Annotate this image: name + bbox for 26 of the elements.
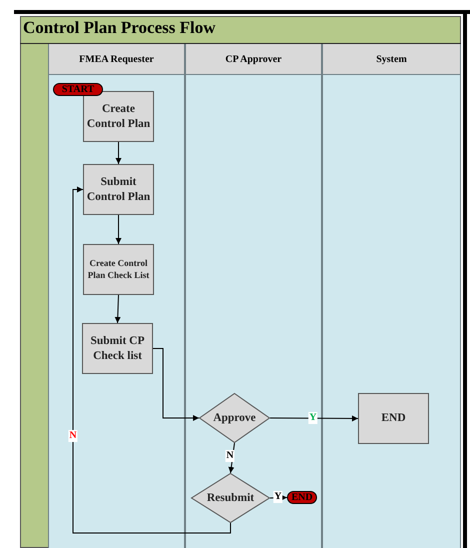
terminator-pill: END [287,491,317,504]
process-box: Submit CP Check list [82,323,153,374]
lane-header: System [323,44,460,75]
diagram-title: Control Plan Process Flow [23,18,216,38]
arrow [270,415,358,422]
edge-label: Y [273,491,283,503]
lane-header: FMEA Requester [49,44,184,75]
edge-label: Y [308,412,318,424]
arrow [116,214,122,244]
arrow [116,142,122,164]
decision-diamond: Resubmit [191,473,270,523]
arrow [72,186,231,534]
swimlane [48,44,185,548]
process-box: Submit Control Plan [83,164,154,215]
lane-header: CP Approver [186,44,321,75]
arrow [114,294,121,324]
process-box: Create Control Plan [83,91,154,142]
arrow [152,348,200,421]
swimlane [322,44,461,548]
swimlane [185,44,322,548]
process-box: END [358,393,429,444]
edge-label: N [68,430,78,442]
edge-label: N [225,450,235,462]
terminator-pill: START [53,83,103,96]
process-box: Create Control Plan Check List [83,244,154,295]
decision-diamond: Approve [199,393,270,443]
